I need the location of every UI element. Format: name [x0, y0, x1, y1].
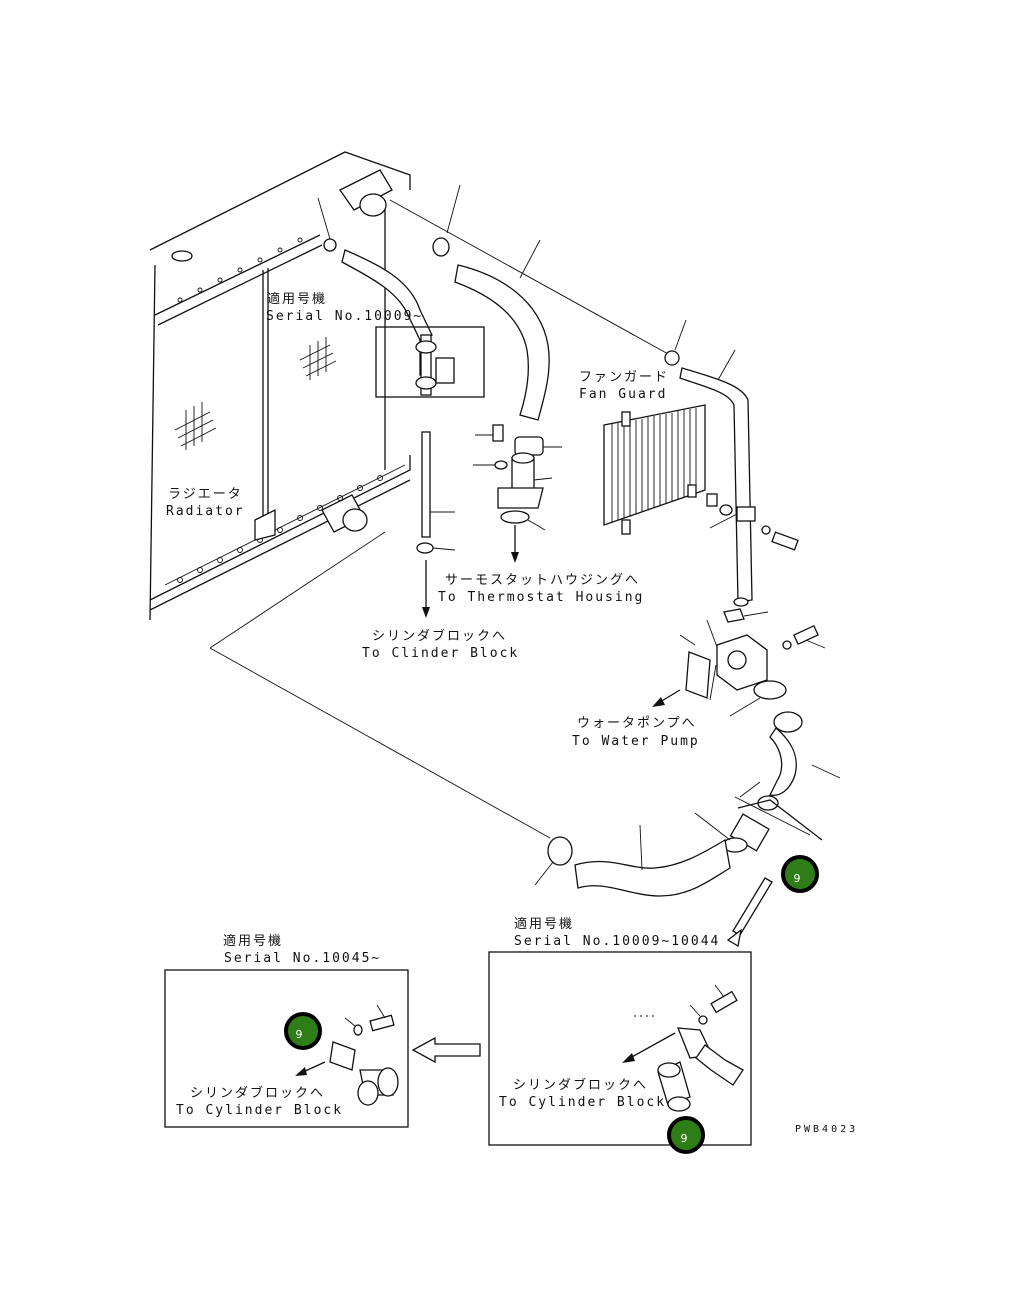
detail-box-left: [164, 969, 409, 1128]
serial-left-jp: 適用号機: [223, 933, 283, 949]
water-pump-jp: ウォータポンプへ: [577, 716, 697, 731]
cyl-block-right-jp: シリンダブロックへ: [513, 1077, 648, 1093]
badge-main[interactable]: 9: [781, 855, 819, 893]
serial-left-en: Serial No.10045~: [224, 951, 381, 966]
serial-right-en: Serial No.10009~10044: [514, 934, 720, 949]
radiator-jp: ラジエータ: [168, 487, 243, 502]
svg-text:9: 9: [794, 872, 801, 885]
text-labels: 適用号機 Serial No.10009~ ファンガード Fan Guard ラ…: [166, 291, 858, 1135]
fan-guard-jp: ファンガード: [579, 370, 669, 385]
thermostat-en: To Thermostat Housing: [438, 590, 644, 605]
hollow-arrow: [411, 1036, 481, 1064]
bypass-pipe: [317, 197, 456, 618]
water-pump-parts: [652, 608, 826, 717]
badge-left-detail[interactable]: 9: [284, 1012, 322, 1050]
water-pump-en: To Water Pump: [572, 734, 700, 749]
fan-guard-en: Fan Guard: [579, 387, 667, 402]
clamp-inset-box: [375, 326, 485, 398]
cyl-block-main-jp: シリンダブロックへ: [372, 628, 507, 644]
detail-box-right: [488, 951, 752, 1146]
svg-text:9: 9: [681, 1132, 688, 1145]
serial-top-en: Serial No.10009~: [266, 309, 423, 324]
detail-arrow: [726, 877, 773, 948]
thermostat-jp: サーモスタットハウジングへ: [445, 573, 640, 588]
cyl-block-left-jp: シリンダブロックへ: [190, 1085, 325, 1101]
cyl-block-right-en: To Cylinder Block: [499, 1095, 666, 1110]
cyl-block-main-en: To Clinder Block: [362, 646, 519, 661]
serial-top-jp: 適用号機: [267, 291, 327, 307]
drawing-code: PWB4023: [795, 1124, 858, 1135]
badge-right-detail[interactable]: 9: [667, 1116, 705, 1154]
water-pipe: [664, 319, 799, 607]
upper-hose: [432, 184, 550, 421]
serial-right-jp: 適用号機: [514, 916, 574, 932]
clamp-detail: [415, 334, 455, 396]
fan-guard: [603, 404, 706, 535]
radiator: [149, 151, 411, 621]
thermostat-parts: [473, 424, 562, 563]
lower-hose: [534, 711, 841, 897]
left-detail-parts: [295, 1004, 399, 1106]
svg-text:9: 9: [296, 1028, 303, 1041]
cyl-block-left-en: To Cylinder Block: [176, 1103, 343, 1118]
radiator-en: Radiator: [166, 504, 245, 519]
right-detail-parts: [622, 984, 744, 1112]
